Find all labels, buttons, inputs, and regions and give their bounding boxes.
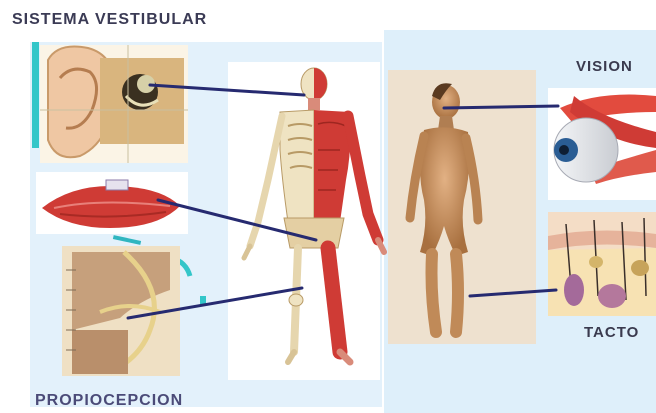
label-touch: TACTO [584,324,639,341]
inner-ear-illustration [40,45,188,163]
cyan-accent [32,42,39,148]
label-vestibular-system: SISTEMA VESTIBULAR [12,11,207,29]
label-proprioception: PROPIOCEPCION [35,392,183,410]
cyan-dash-2 [200,296,206,304]
skin-layers-illustration [548,212,656,316]
eye-illustration [548,88,656,200]
label-vision: VISION [576,58,633,75]
connector-eye-to-head [444,106,558,108]
